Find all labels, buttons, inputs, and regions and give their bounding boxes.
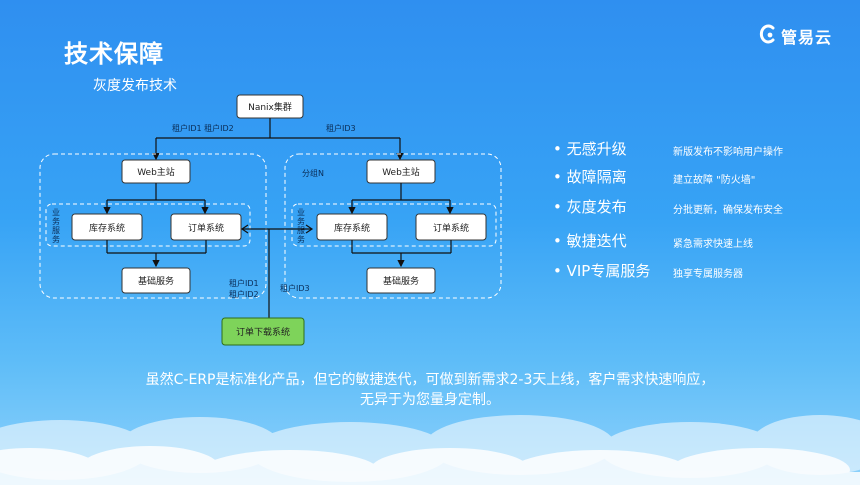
feature-desc: 新版发布不影响用户操作 [673, 147, 783, 158]
bottom-tenant-id2-label: 租户ID2 [229, 289, 259, 299]
page-title: 技术保障 [64, 40, 164, 68]
left-base-node [121, 267, 191, 294]
left-business-group [45, 203, 251, 247]
cloud-c-icon [759, 24, 777, 48]
right-business-group [291, 203, 497, 247]
feature-desc: 分批更新，确保发布安全 [673, 205, 783, 216]
left-inventory-label: 库存系统 [89, 222, 125, 234]
right-base-label: 基础服务 [383, 275, 419, 287]
bottom-tenant-id1-label: 租户ID1 [229, 278, 259, 288]
right-web-label: Web主站 [382, 166, 420, 178]
svg-text:服: 服 [297, 226, 305, 235]
feature-desc: 建立故障 "防火墙" [673, 175, 756, 186]
feature-name: • 故障隔离 [553, 168, 627, 186]
svg-text:业: 业 [297, 207, 305, 217]
web-to-service-lines [103, 183, 454, 215]
cloud-decoration [0, 415, 860, 485]
left-order-label: 订单系统 [188, 222, 224, 234]
brand-logo: 管易云 [759, 24, 832, 48]
feature-name: • VIP专属服务 [553, 262, 651, 280]
order-download-label: 订单下载系统 [236, 326, 290, 338]
feature-desc: 独享专属服务器 [673, 269, 743, 280]
group-n-label: 分组N [302, 168, 324, 178]
feature-desc: 紧急需求快速上线 [673, 239, 753, 250]
svg-text:服: 服 [52, 226, 60, 235]
right-cluster-group [284, 153, 502, 299]
right-inventory-label: 库存系统 [334, 222, 370, 234]
feature-name: • 敏捷迭代 [553, 232, 627, 250]
brand-name: 管易云 [780, 28, 832, 47]
tenant-left-label: 租户ID1 租户ID2 [172, 123, 234, 133]
summary-line-2: 无异于为您量身定制。 [360, 392, 500, 408]
left-base-label: 基础服务 [138, 275, 174, 287]
left-business-label: 业 务 服 务 [52, 207, 60, 244]
bottom-tenant-id3-label: 租户ID3 [280, 283, 310, 293]
tenant-right-label: 租户ID3 [326, 123, 356, 133]
nanix-cluster-label: Nanix集群 [248, 101, 292, 113]
svg-text:务: 务 [297, 216, 305, 226]
page-subtitle: 灰度发布技术 [93, 78, 177, 94]
right-business-label: 业 务 服 务 [297, 207, 305, 244]
svg-text:务: 务 [52, 216, 60, 226]
order-download-node [221, 317, 305, 346]
svg-text:务: 务 [297, 234, 305, 244]
left-web-label: Web主站 [137, 166, 175, 178]
right-base-node [366, 267, 436, 294]
svg-text:业: 业 [52, 207, 60, 217]
right-order-label: 订单系统 [433, 222, 469, 234]
nanix-split-lines [152, 118, 404, 161]
order-download-lines [240, 224, 314, 318]
left-cluster-group [39, 153, 267, 299]
summary-line-1: 虽然C-ERP是标准化产品，但它的敏捷迭代，可做到新需求2-3天上线，客户需求快… [145, 372, 715, 388]
summary-text: 虽然C-ERP是标准化产品，但它的敏捷迭代，可做到新需求2-3天上线，客户需求快… [0, 370, 860, 410]
feature-name: • 灰度发布 [553, 198, 627, 216]
feature-name: • 无感升级 [553, 140, 627, 158]
svg-text:务: 务 [52, 234, 60, 244]
service-to-base-lines [106, 240, 452, 268]
